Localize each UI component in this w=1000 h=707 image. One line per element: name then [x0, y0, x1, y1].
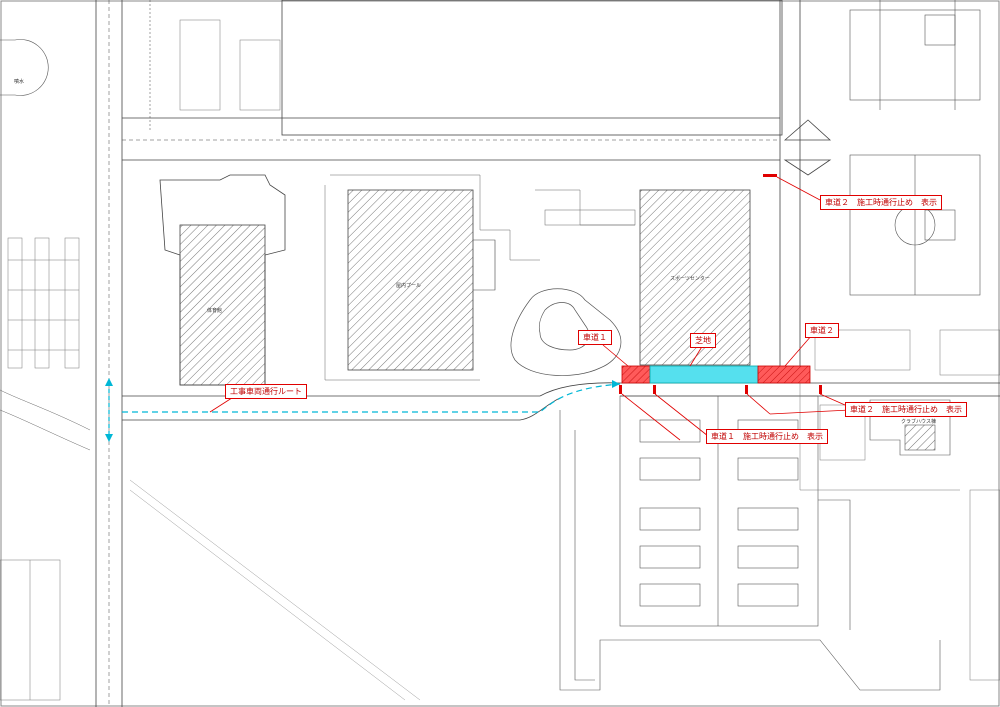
lawn-callout: 芝地 — [690, 333, 716, 348]
closure-markers — [619, 174, 822, 394]
right-road — [779, 0, 832, 370]
leader-lines — [209, 176, 851, 441]
top-left-label: 噴水 — [14, 79, 25, 85]
pool-building — [347, 189, 496, 371]
pool-label: 屋内プール — [396, 283, 422, 289]
sports-fields — [849, 0, 981, 296]
clubhouse — [819, 399, 951, 461]
gym-label: 体育館 — [207, 308, 223, 314]
lane1-callout: 車道１ — [578, 330, 612, 345]
left-parking — [0, 237, 80, 701]
lane1-closure-callout: 車道１ 施工時通行止め 表示 — [706, 429, 828, 444]
lawn-area — [649, 365, 759, 384]
lane2-closure-bottom-callout: 車道２ 施工時通行止め 表示 — [845, 402, 967, 417]
lane2-callout: 車道２ — [805, 323, 839, 338]
oval-plaza — [510, 288, 622, 376]
clubhouse-label: クラブハウス棟 — [901, 419, 937, 425]
sports-center-label: スポーツセンター — [670, 276, 710, 282]
main-road-left — [95, 0, 151, 707]
top-parking — [179, 19, 281, 111]
route-callout: 工事車両通行ルート — [225, 384, 307, 399]
top-left-plaza — [0, 39, 49, 96]
tennis-courts — [559, 395, 941, 691]
top-road — [122, 0, 783, 161]
gym-building — [159, 174, 286, 386]
lane2-closure-top-callout: 車道２ 施工時通行止め 表示 — [820, 195, 942, 210]
construction-route — [105, 378, 621, 442]
